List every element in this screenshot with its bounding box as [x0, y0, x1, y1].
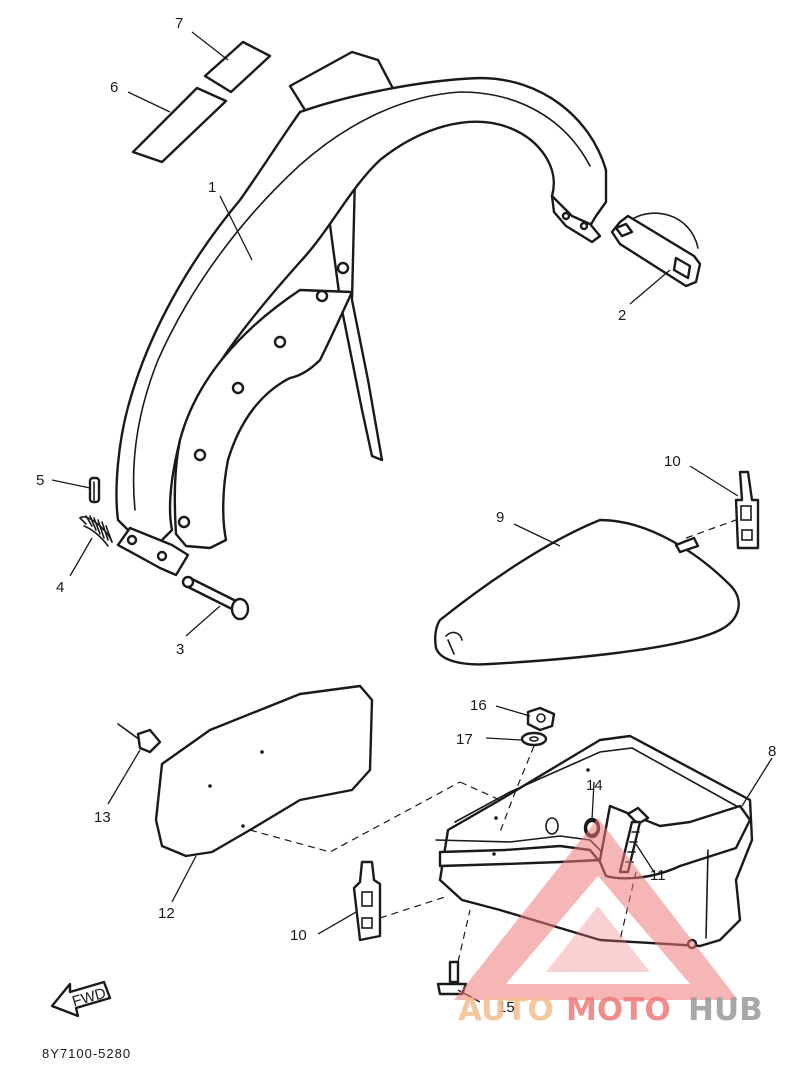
part-9-seat	[434, 518, 740, 666]
fwd-label: FWD	[70, 985, 108, 1011]
callout-14: 14	[586, 777, 603, 794]
callout-10-upper: 10	[664, 453, 681, 470]
callout-5: 5	[36, 472, 44, 489]
watermark-triangle	[454, 818, 738, 1000]
part-6-decal	[131, 86, 228, 164]
part-10-hook-tab-upper	[734, 470, 760, 550]
callout-16: 16	[470, 697, 487, 714]
part-3-pin	[181, 575, 250, 621]
watermark-text-auto: AUTO	[458, 992, 554, 1028]
callout-15: 15	[498, 999, 515, 1016]
callout-3: 3	[176, 641, 184, 658]
diagram-code: 8Y7100-5280	[42, 1046, 131, 1061]
part-5-cotter-pin	[88, 476, 101, 504]
part-1-rear-fender	[115, 50, 608, 577]
callout-10-lower: 10	[290, 927, 307, 944]
part-4-spring	[79, 515, 113, 547]
part-16-nut	[526, 706, 556, 732]
part-12-side-panel	[154, 684, 374, 858]
part-2-latch	[610, 212, 702, 288]
callout-13: 13	[94, 809, 111, 826]
part-13-rivet	[117, 723, 162, 754]
part-7-decal	[203, 40, 272, 94]
part-10-hook-tab-lower	[352, 860, 382, 942]
watermark-text-moto: MOTO	[566, 992, 671, 1028]
part-17-washer	[520, 731, 548, 747]
watermark-logo: AUTO MOTO HUB	[454, 818, 763, 1028]
callout-6: 6	[110, 79, 118, 96]
callout-7: 7	[175, 15, 183, 32]
callout-4: 4	[56, 579, 64, 596]
forward-arrow: FWD	[50, 980, 112, 1018]
part-15-bolt	[436, 960, 468, 996]
callout-2: 2	[618, 307, 626, 324]
callout-1: 1	[208, 179, 216, 196]
callout-8: 8	[768, 743, 776, 760]
callout-12: 12	[158, 905, 175, 922]
watermark-text-hub: HUB	[688, 992, 763, 1028]
callout-labels: 7 6 1 2 5 4 3 9 10 8 13 12 10 14 11 15 1…	[36, 15, 776, 1016]
callout-11: 11	[650, 867, 666, 884]
callout-9: 9	[496, 509, 504, 526]
leader-lines	[51, 31, 773, 1003]
callout-17: 17	[456, 731, 473, 748]
assembly-lines	[249, 519, 737, 963]
